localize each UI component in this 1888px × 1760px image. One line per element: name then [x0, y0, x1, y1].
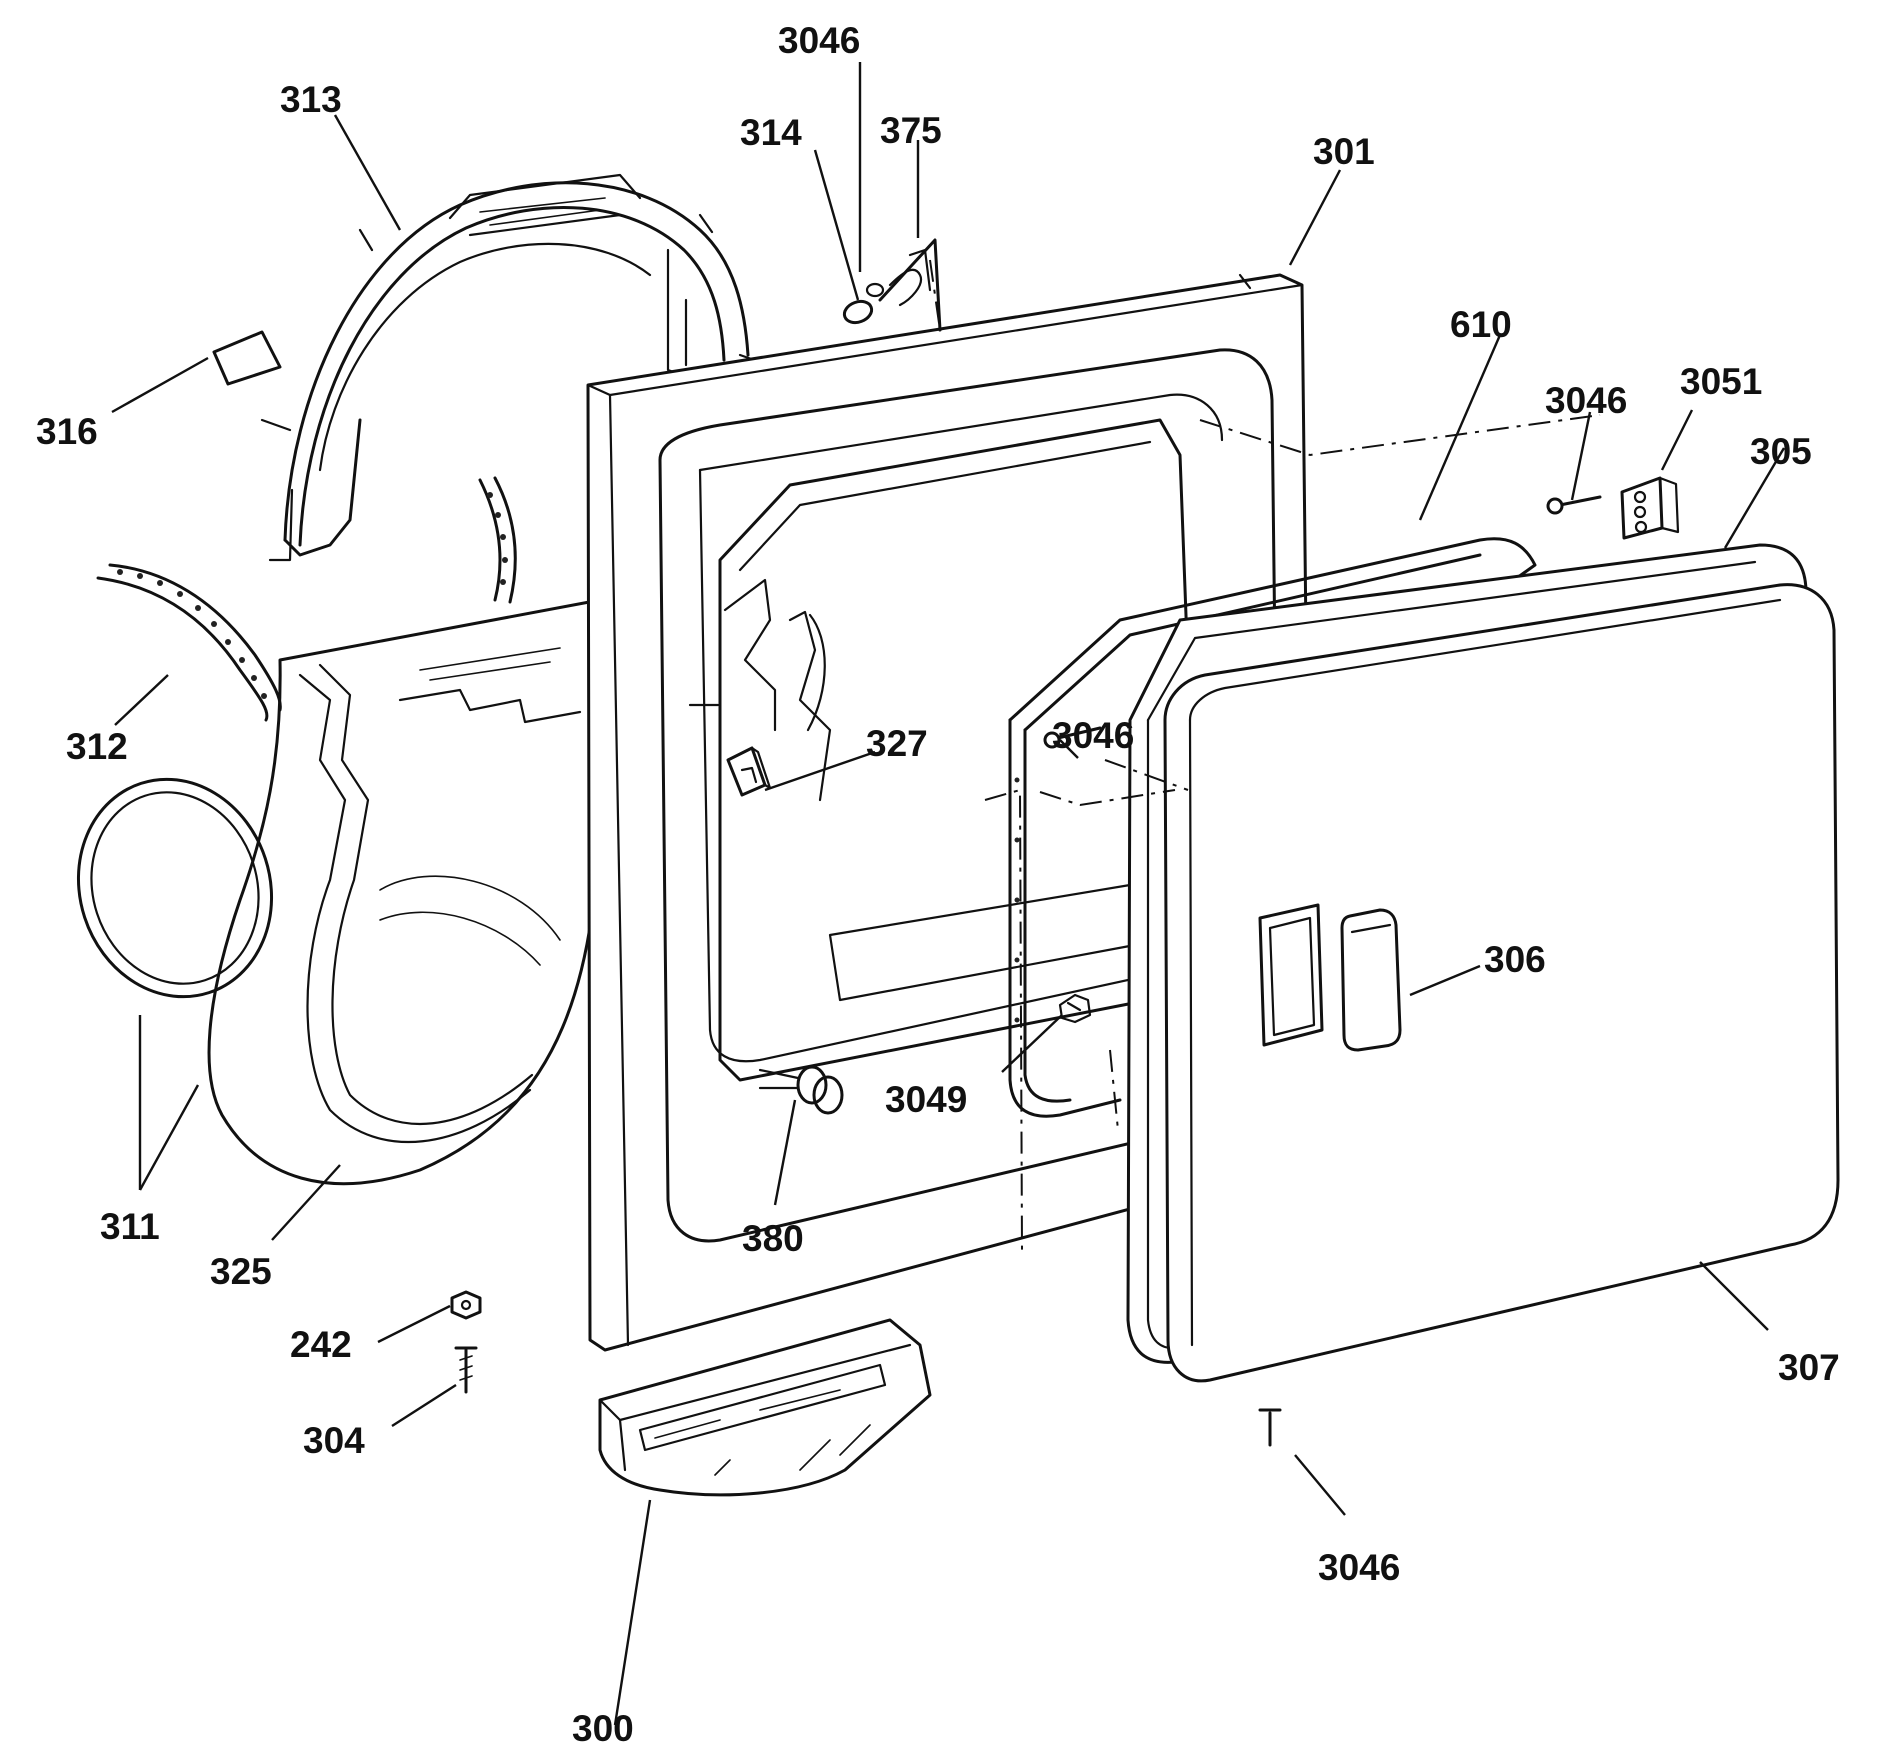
screw-304 — [454, 1346, 478, 1394]
seal-312 — [96, 476, 517, 722]
switch-327 — [688, 703, 772, 797]
label-3046-bottom: 3046 — [1318, 1547, 1400, 1588]
part-labels: 3046 375 314 313 301 610 3046 3051 305 3… — [36, 20, 1840, 1749]
nut-242 — [450, 1290, 482, 1320]
label-3046-right: 3046 — [1545, 380, 1627, 421]
screw-3046-bottom — [1258, 1408, 1282, 1447]
label-375: 375 — [880, 110, 942, 151]
screw-3046-hinge — [1546, 495, 1602, 515]
label-305: 305 — [1750, 431, 1812, 472]
bracket-375 — [878, 238, 942, 332]
console-300 — [598, 1318, 932, 1497]
label-314: 314 — [740, 112, 802, 153]
label-306: 306 — [1484, 939, 1546, 980]
label-3051: 3051 — [1680, 361, 1762, 402]
label-380: 380 — [742, 1218, 804, 1259]
label-610: 610 — [1450, 304, 1512, 345]
hinge-3051 — [1620, 476, 1680, 540]
label-242: 242 — [290, 1324, 352, 1365]
lamp-socket-380 — [758, 1065, 844, 1115]
ring-seal-311 — [76, 777, 274, 999]
clip-314 — [842, 282, 885, 325]
leader-lines — [111, 62, 1786, 1726]
label-312: 312 — [66, 726, 128, 767]
label-300: 300 — [572, 1708, 634, 1749]
label-3049: 3049 — [885, 1079, 967, 1120]
door-panel-307 — [1163, 583, 1840, 1383]
screw-3046-door — [1043, 726, 1102, 749]
alignment-lines — [929, 259, 1601, 1251]
label-301: 301 — [1313, 131, 1375, 172]
label-3046-top: 3046 — [778, 20, 860, 61]
label-304: 304 — [303, 1420, 365, 1461]
label-307: 307 — [1778, 1347, 1840, 1388]
label-3046-middle: 3046 — [1052, 715, 1134, 756]
label-316: 316 — [36, 411, 98, 452]
label-313: 313 — [280, 79, 342, 120]
label-325: 325 — [210, 1251, 272, 1292]
bulkhead-325 — [207, 598, 602, 1186]
gasket-610 — [1008, 537, 1537, 1118]
label-327: 327 — [866, 723, 928, 764]
label-311: 311 — [100, 1206, 160, 1247]
latch-3049 — [1058, 993, 1092, 1024]
pad-316 — [212, 330, 282, 386]
